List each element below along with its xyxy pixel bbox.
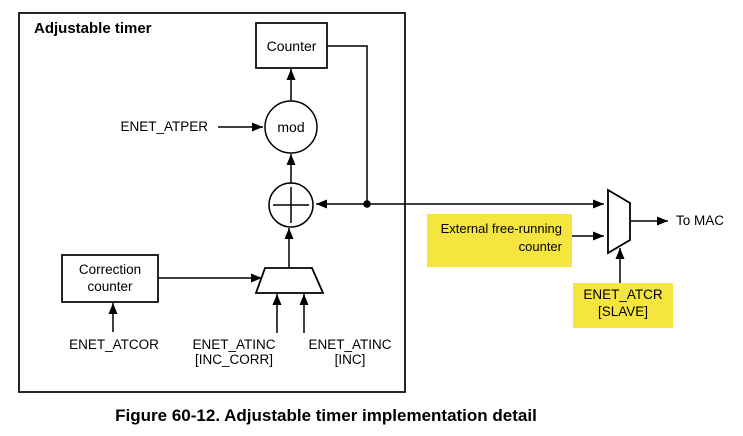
mod-text: mod [277, 119, 305, 135]
signal-enet-atcor: ENET_ATCOR [69, 337, 159, 352]
output-mux [607, 188, 631, 255]
correction-counter-label: Correction counter [62, 255, 158, 302]
signal-enet-atinc-inc-corr: ENET_ATINC [INC_CORR] [178, 337, 290, 368]
counter-text: Counter [266, 37, 317, 54]
signal-enet-atper: ENET_ATPER [120, 119, 208, 134]
wire-counter-feedback [327, 45, 368, 204]
correction-line2: counter [87, 278, 133, 294]
atcr-line1: ENET_ATCR [583, 287, 663, 302]
figure-caption: Figure 60-12. Adjustable timer implement… [115, 406, 537, 425]
atinc-line1: ENET_ATINC [308, 337, 392, 352]
signal-enet-atcr-slave-highlight: ENET_ATCR [SLAVE] [573, 283, 673, 328]
to-mac-label: To MAC [676, 213, 725, 228]
adjustable-timer-box [18, 12, 406, 393]
atinc-corr-line2: [INC_CORR] [194, 352, 273, 368]
correction-line1: Correction [78, 262, 142, 278]
signal-enet-atinc-inc: ENET_ATINC [INC] [294, 337, 406, 368]
atcr-line2: [SLAVE] [597, 303, 649, 319]
counter-block-label: Counter [256, 23, 327, 68]
external-counter-line1: External free-running [440, 221, 562, 236]
counter-block [255, 22, 328, 69]
diagram-title: Adjustable timer [34, 20, 152, 37]
mod-block-label: mod [265, 114, 317, 140]
atinc-line2: [INC] [334, 352, 366, 368]
correction-counter-block [61, 254, 159, 303]
external-free-running-counter-highlight: External free-running counter [427, 214, 572, 267]
atinc-corr-line1: ENET_ATINC [192, 337, 276, 352]
adder-symbol [268, 182, 314, 228]
increment-mux [254, 267, 325, 294]
external-counter-line2: counter [518, 239, 562, 255]
